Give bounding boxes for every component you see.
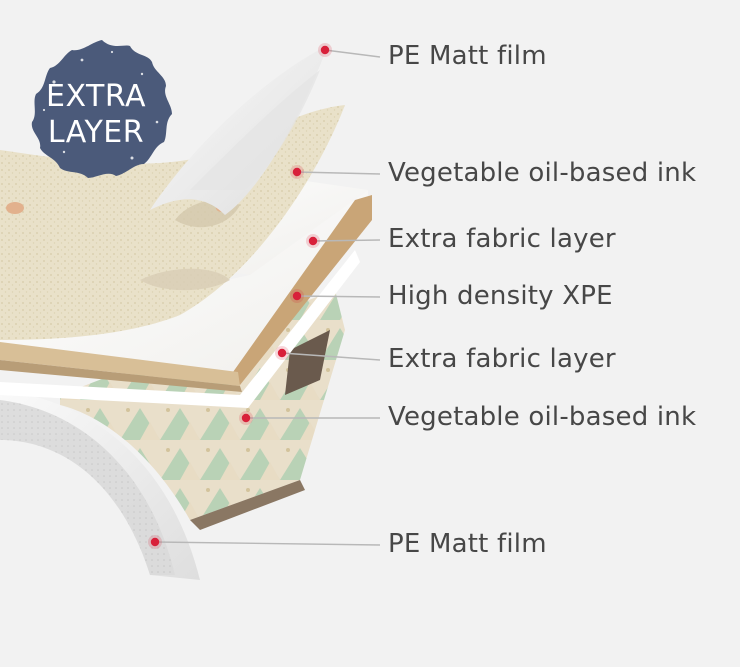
marker-dot-fabric-top	[308, 236, 318, 246]
extra-layer-badge: EXTRA LAYER	[31, 40, 172, 178]
bottom-fabric-layer	[0, 250, 360, 408]
badge-line2: LAYER	[48, 115, 144, 150]
marker-dot-pe-matt-film-top	[320, 45, 330, 55]
label-fabric-top: Extra fabric layer	[388, 224, 616, 254]
leader-line-xpe-core	[296, 295, 381, 298]
top-print-dot	[6, 202, 24, 214]
callout-group	[148, 43, 381, 549]
badge-line1: EXTRA	[46, 79, 146, 114]
xpe-board-edge-bottom	[0, 342, 240, 386]
bottom-brown-edge	[190, 480, 305, 530]
leader-line-pe-matt-film-bottom	[154, 541, 381, 546]
top-print-motif	[140, 268, 230, 291]
label-pe-matt-film-bottom: PE Matt film	[388, 529, 547, 559]
label-xpe-core: High density XPE	[388, 281, 613, 311]
top-pe-film-sheet	[150, 45, 328, 215]
label-ink-bottom: Vegetable oil-based ink	[388, 402, 697, 432]
label-fabric-bottom: Extra fabric layer	[388, 344, 616, 374]
top-pe-film-shadow	[190, 70, 320, 190]
marker-dot-pe-matt-film-bottom	[150, 537, 160, 547]
bottom-grey-ink-layer	[0, 400, 175, 575]
leader-line-pe-matt-film-top	[324, 49, 381, 58]
marker-dot-ink-bottom	[241, 413, 251, 423]
label-pe-matt-film-top: PE Matt film	[388, 41, 547, 71]
leader-line-fabric-top	[312, 239, 381, 242]
marker-dot-ink-top	[292, 167, 302, 177]
label-ink-top: Vegetable oil-based ink	[388, 158, 697, 188]
leader-line-ink-top	[296, 171, 381, 175]
bottom-dark-segment	[285, 330, 330, 395]
marker-dot-xpe-core	[292, 291, 302, 301]
xpe-board-underside	[0, 360, 242, 392]
xpe-board-edge-right	[233, 195, 372, 385]
marker-dot-fabric-bottom	[277, 348, 287, 358]
leader-line-fabric-bottom	[281, 352, 381, 361]
